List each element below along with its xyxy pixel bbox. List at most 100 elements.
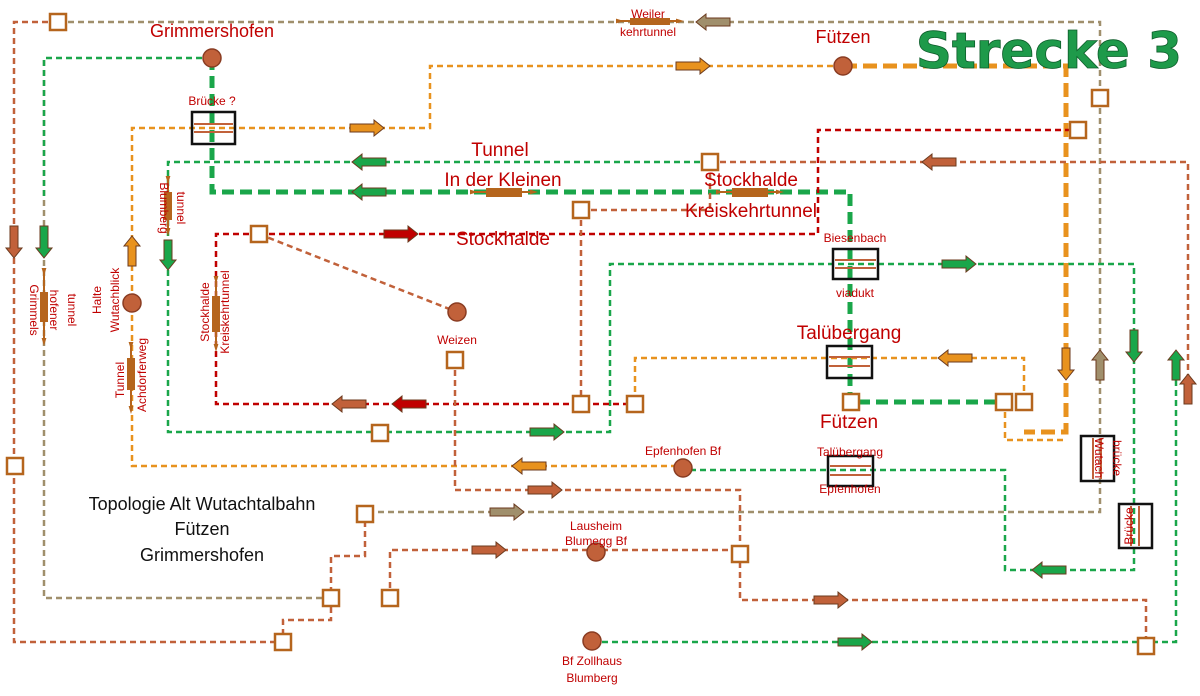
arrow-orange-down-right bbox=[1056, 347, 1076, 381]
bridge-biesenbach bbox=[831, 247, 880, 281]
label-lausheim: Lausheim bbox=[570, 519, 622, 533]
label-epfenhofen-bf: Epfenhofen Bf bbox=[645, 444, 722, 458]
track-orange-taluebergang bbox=[633, 356, 1066, 442]
arrow-green-right-bottom bbox=[529, 422, 565, 442]
label-tunnel-achdorf: Tunnel bbox=[113, 362, 127, 398]
junction bbox=[700, 152, 720, 172]
arrow-darkred-right bbox=[383, 224, 419, 244]
bridge-epfenhofen bbox=[826, 454, 875, 488]
label-blumegg-bf: Blumegg Bf bbox=[565, 534, 628, 548]
label-grimmels: Grimmels bbox=[27, 284, 41, 335]
track-tan-left bbox=[42, 60, 331, 600]
topology-line-3: Grimmershofen bbox=[140, 545, 264, 565]
station-lausheim bbox=[586, 542, 606, 562]
arrow-brown-left-right bbox=[921, 152, 957, 172]
arrow-green-right-zollhaus bbox=[837, 632, 873, 652]
junction bbox=[370, 423, 390, 443]
label-tunnel-grimmels: tunnel bbox=[65, 294, 79, 327]
label-taluebergang-small: Talübergang bbox=[817, 445, 883, 459]
arrow-brown-up-far bbox=[1178, 373, 1198, 405]
arrow-orange-left-epf bbox=[511, 456, 547, 476]
tunnel-markers bbox=[40, 18, 784, 414]
label-hofener: hofener bbox=[47, 290, 61, 331]
stations bbox=[122, 48, 853, 651]
label-kreiskehrtunnel-v: Kreiskehrtunnel bbox=[218, 270, 232, 353]
arrow-green-right-biesenbach bbox=[941, 254, 977, 274]
bridges bbox=[190, 110, 1154, 550]
arrow-tan-up-right bbox=[1090, 349, 1110, 381]
bridge-taluebergang bbox=[825, 344, 874, 380]
junctions bbox=[5, 12, 1156, 656]
arrow-darkred-left bbox=[391, 394, 427, 414]
arrow-brown-right-lausheim bbox=[471, 540, 507, 560]
label-fuetzen-top: Fützen bbox=[815, 27, 870, 47]
junction bbox=[1014, 392, 1034, 412]
label-fuetzen-mid: Fützen bbox=[820, 412, 878, 433]
label-tunnel-blumberg: tunnel bbox=[174, 192, 188, 225]
arrow-green-up-far bbox=[1166, 349, 1186, 381]
station-fuetzen-top bbox=[833, 56, 853, 76]
label-epfenhofen: Epfenhofen bbox=[819, 482, 880, 496]
junction bbox=[249, 224, 269, 244]
track-tan-right bbox=[365, 98, 1102, 514]
arrow-brown-left-stockhalde bbox=[331, 394, 367, 414]
arrow-brown-right-weizen bbox=[527, 480, 563, 500]
label-stockhalde: Stockhalde bbox=[456, 229, 550, 250]
topology-line-1: Topologie Alt Wutachtalbahn bbox=[89, 494, 316, 514]
label-wutach: Wutach bbox=[1092, 438, 1106, 478]
label-weizen: Weizen bbox=[437, 333, 477, 347]
track-lines bbox=[12, 20, 1190, 646]
label-wutachblick: Wutachblick bbox=[108, 267, 122, 332]
arrow-brown-down-left bbox=[4, 225, 24, 259]
junction bbox=[48, 12, 68, 32]
arrow-green-left-low bbox=[1031, 560, 1067, 580]
junction bbox=[5, 456, 25, 476]
topology-line-2: Fützen bbox=[174, 519, 229, 539]
track-orange-thick bbox=[843, 63, 1069, 435]
track-green-tunnel-loop bbox=[166, 160, 1136, 572]
junction bbox=[730, 544, 750, 564]
junction bbox=[321, 588, 341, 608]
label-stockhalde-top: Stockhalde bbox=[704, 170, 798, 191]
page-title: Strecke 3 bbox=[916, 22, 1182, 80]
track-darkred-stockhalde bbox=[214, 232, 635, 406]
arrow-green-down-left bbox=[34, 225, 54, 259]
junction bbox=[273, 632, 293, 652]
bridge-wutach bbox=[1079, 434, 1116, 483]
label-grimmershofen: Grimmershofen bbox=[150, 21, 274, 41]
label-bf-zollhaus: Bf Zollhaus bbox=[562, 654, 622, 668]
station-epfenhofen bbox=[673, 458, 693, 478]
track-green-grimmershofen bbox=[42, 56, 212, 200]
label-achdorferweg: Achdorferweg bbox=[135, 338, 149, 412]
junction bbox=[571, 200, 591, 220]
track-darkred-kreiskehr bbox=[259, 128, 1078, 236]
arrow-green-down-blumberg bbox=[158, 239, 178, 271]
label-halte: Halte bbox=[90, 286, 104, 314]
station-zollhaus bbox=[582, 631, 602, 651]
label-bruecke-v1: brücke bbox=[1110, 440, 1124, 476]
arrow-green-down-right bbox=[1124, 329, 1144, 363]
arrow-green-left-2 bbox=[351, 182, 387, 202]
label-in-der-kleinen: In der Kleinen bbox=[444, 170, 561, 191]
junction bbox=[1068, 120, 1088, 140]
junction bbox=[625, 394, 645, 414]
arrow-orange-up-halte bbox=[122, 235, 142, 267]
label-stockhalde-v: Stockhalde bbox=[198, 282, 212, 342]
track-brown-lausheim bbox=[388, 548, 1148, 646]
junction bbox=[571, 394, 591, 414]
labels: Strecke 3 Grimmershofen Weiler kehrtunne… bbox=[27, 7, 1182, 685]
track-brown-stockhalde bbox=[579, 162, 712, 402]
junction bbox=[355, 504, 375, 524]
label-viadukt: viadukt bbox=[836, 286, 875, 300]
label-kreiskehrtunnel: Kreiskehrtunnel bbox=[685, 201, 817, 222]
arrow-tan-left bbox=[695, 12, 731, 32]
bridge-bruecke-v bbox=[1117, 502, 1154, 550]
junction bbox=[380, 588, 400, 608]
junction bbox=[445, 350, 465, 370]
label-taluebergang: Talübergang bbox=[797, 323, 902, 344]
label-bruecke: Brücke ? bbox=[188, 94, 236, 108]
junction bbox=[841, 392, 861, 412]
label-biesenbach: Biesenbach bbox=[824, 231, 887, 245]
label-blumberg-v: Blumberg bbox=[157, 182, 171, 233]
label-bruecke-v2: Brücke bbox=[1122, 507, 1136, 545]
